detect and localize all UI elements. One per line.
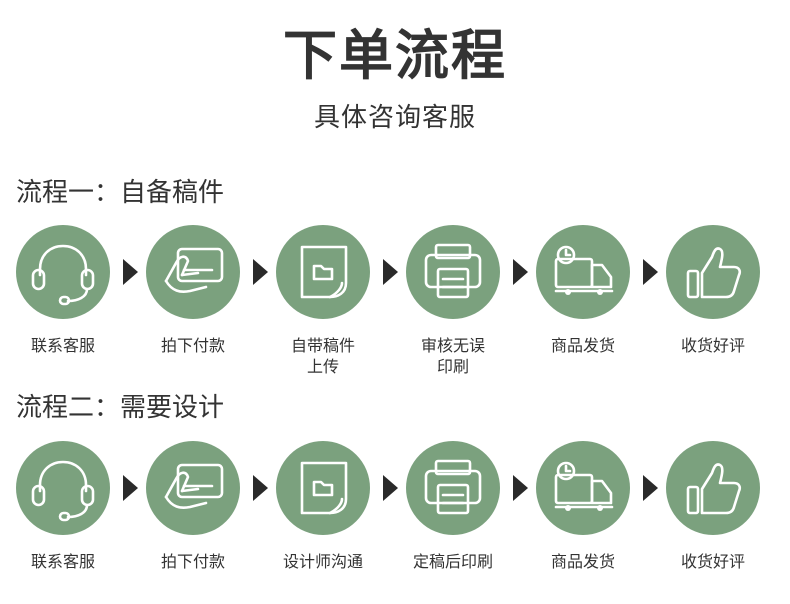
flow1-step-label: 拍下付款	[160, 336, 225, 355]
flow2-step-circle	[536, 441, 630, 535]
flow2-step-4: 定稿后印刷	[398, 441, 508, 601]
flow2-steps: 联系客服 拍下付款 设计师沟通 定稿后印刷 商品发货 收货好评	[0, 441, 790, 581]
flow1-step-circle	[536, 225, 630, 319]
flow1-step-label: 联系客服	[30, 336, 95, 355]
flow2-step-5: 商品发货	[528, 441, 638, 601]
flow2-step-6: 收货好评	[658, 441, 768, 601]
printer-icon	[424, 459, 482, 515]
flow1-step-circle	[16, 225, 110, 319]
thumbs-up-icon	[686, 463, 742, 515]
flow1-step-label: 收货好评	[680, 336, 745, 355]
flow2-step-3: 设计师沟通	[268, 441, 378, 601]
arrow-right-icon	[383, 259, 398, 285]
flow2-step-label: 收货好评	[680, 552, 745, 571]
arrow-right-icon	[253, 475, 268, 501]
thumbs-up-icon	[686, 247, 742, 299]
flow2-step-label: 联系客服	[30, 552, 95, 571]
flow1-step-1: 联系客服	[8, 225, 118, 385]
flow2-step-label: 定稿后印刷	[412, 552, 493, 571]
flow2-step-2: 拍下付款	[138, 441, 248, 601]
flow2-step-circle	[276, 441, 370, 535]
flow2-step-circle	[16, 441, 110, 535]
flow2-step-circle	[666, 441, 760, 535]
arrow-right-icon	[513, 259, 528, 285]
delivery-truck-icon	[554, 461, 614, 511]
arrow-right-icon	[643, 475, 658, 501]
flow1-step-label: 商品发货	[550, 336, 615, 355]
flow1-title: 流程一：自备稿件	[16, 178, 225, 208]
flow1-step-circle	[276, 225, 370, 319]
headset-icon	[31, 460, 95, 522]
arrow-right-icon	[123, 259, 138, 285]
delivery-truck-icon	[554, 245, 614, 295]
flow2-step-label: 拍下付款	[160, 552, 225, 571]
folder-file-icon	[300, 245, 348, 299]
card-payment-icon	[164, 463, 224, 509]
flow1-step-circle	[406, 225, 500, 319]
card-payment-icon	[164, 247, 224, 293]
arrow-right-icon	[513, 475, 528, 501]
flow1-step-label: 自带稿件上传	[290, 336, 355, 376]
page-title: 下单流程	[283, 24, 507, 87]
headset-icon	[31, 244, 95, 306]
arrow-right-icon	[253, 259, 268, 285]
arrow-right-icon	[123, 475, 138, 501]
flow2-step-label: 设计师沟通	[282, 552, 363, 571]
flow1-steps: 联系客服 拍下付款 自带稿件上传 审核无误印刷 商品发货 收货好评	[0, 225, 790, 385]
arrow-right-icon	[643, 259, 658, 285]
flow1-step-2: 拍下付款	[138, 225, 248, 385]
folder-file-icon	[300, 461, 348, 515]
flow2-step-circle	[406, 441, 500, 535]
flow1-step-label: 审核无误印刷	[420, 336, 485, 376]
flow2-step-1: 联系客服	[8, 441, 118, 601]
flow2-title: 流程二：需要设计	[16, 393, 225, 423]
flow1-step-circle	[146, 225, 240, 319]
arrow-right-icon	[383, 475, 398, 501]
flow1-step-circle	[666, 225, 760, 319]
flow1-step-6: 收货好评	[658, 225, 768, 385]
flow1-step-4: 审核无误印刷	[398, 225, 508, 385]
flow1-step-5: 商品发货	[528, 225, 638, 385]
flow2-step-label: 商品发货	[550, 552, 615, 571]
printer-icon	[424, 243, 482, 299]
flow1-step-3: 自带稿件上传	[268, 225, 378, 385]
page-subtitle: 具体咨询客服	[313, 103, 476, 133]
flow2-step-circle	[146, 441, 240, 535]
